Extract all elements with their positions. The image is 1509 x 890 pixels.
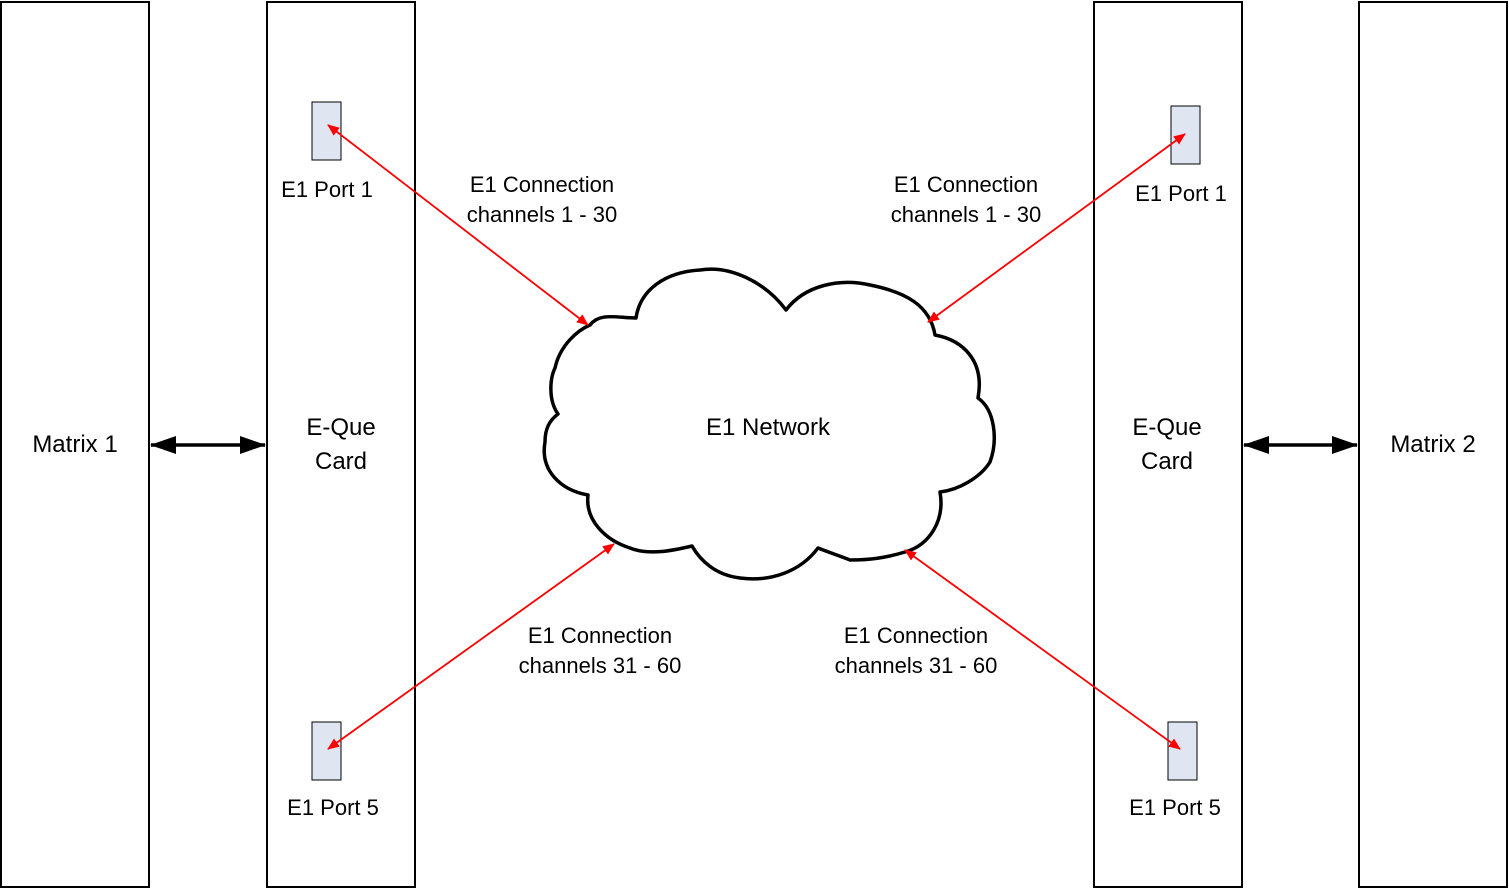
matrix-2-label: Matrix 2 <box>1390 431 1475 458</box>
right-port-5-label: E1 Port 5 <box>1129 795 1221 820</box>
connection-bottom-right-label-line1: E1 Connection <box>844 623 988 648</box>
left-port-1-label: E1 Port 1 <box>281 177 373 202</box>
connection-top-right-label-line2: channels 1 - 30 <box>891 202 1041 227</box>
e-que-card-left-label-line1: E-Que <box>306 414 375 441</box>
connection-bottom-left-label-line2: channels 31 - 60 <box>519 653 682 678</box>
connection-bottom-left-arrow <box>327 543 615 750</box>
connection-bottom-left-label-line1: E1 Connection <box>528 623 672 648</box>
e-que-card-right-label-line2: Card <box>1141 448 1193 475</box>
matrix-1-box <box>0 1 150 888</box>
left-port-5 <box>311 721 342 781</box>
connection-top-right-arrow <box>927 133 1186 323</box>
connection-bottom-right-label-line2: channels 31 - 60 <box>835 653 998 678</box>
matrix-2-box <box>1358 1 1508 888</box>
e1-network-label: E1 Network <box>706 414 831 441</box>
connection-top-left-label-line1: E1 Connection <box>470 172 614 197</box>
matrix-1-label: Matrix 1 <box>32 431 117 458</box>
connection-top-left-label-line2: channels 1 - 30 <box>467 202 617 227</box>
connection-bottom-right-arrow <box>904 549 1181 750</box>
connection-top-right-label-line1: E1 Connection <box>894 172 1038 197</box>
e-que-card-left-label-line2: Card <box>315 448 367 475</box>
left-port-5-label: E1 Port 5 <box>287 795 379 820</box>
right-port-1 <box>1170 105 1201 165</box>
right-port-5 <box>1167 721 1198 781</box>
connection-top-left-arrow <box>327 124 589 326</box>
e-que-card-right-label-line1: E-Que <box>1132 414 1201 441</box>
right-port-1-label: E1 Port 1 <box>1135 181 1227 206</box>
